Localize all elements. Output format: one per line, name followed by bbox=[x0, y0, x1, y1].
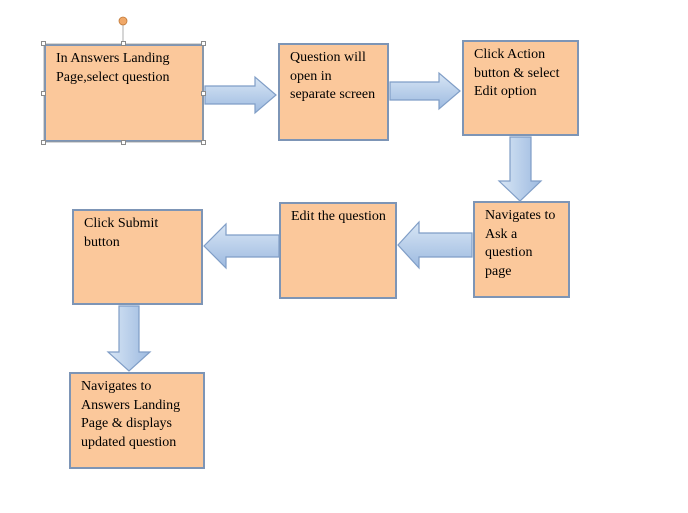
arrow-right bbox=[389, 71, 461, 111]
step-label: Click Action button & select Edit option bbox=[474, 47, 560, 99]
step-box-ask-question-page[interactable]: Navigates to Ask a question page bbox=[473, 201, 570, 298]
resize-handle-ne[interactable] bbox=[201, 41, 206, 46]
selection-outline bbox=[43, 43, 204, 143]
step-box-select-question[interactable]: In Answers Landing Page,select question bbox=[44, 44, 204, 142]
resize-handle-se[interactable] bbox=[201, 140, 206, 145]
arrow-down bbox=[106, 305, 152, 372]
step-box-edit-question[interactable]: Edit the question bbox=[279, 202, 397, 299]
resize-handle-sw[interactable] bbox=[41, 140, 46, 145]
step-label: Question will open in separate screen bbox=[290, 50, 376, 102]
step-label: Edit the question bbox=[291, 209, 386, 224]
step-label: Navigates to Ask a question page bbox=[485, 208, 556, 279]
arrow-left bbox=[397, 220, 473, 270]
step-label: Navigates to Answers Landing Page & disp… bbox=[81, 379, 181, 450]
resize-handle-e[interactable] bbox=[201, 91, 206, 96]
resize-handle-s[interactable] bbox=[121, 140, 126, 145]
step-label: Click Submit button bbox=[84, 216, 159, 250]
step-box-question-opens[interactable]: Question will open in separate screen bbox=[278, 43, 389, 141]
arrow-down bbox=[497, 136, 543, 202]
step-box-click-action[interactable]: Click Action button & select Edit option bbox=[462, 40, 579, 136]
resize-handle-w[interactable] bbox=[41, 91, 46, 96]
step-label: In Answers Landing Page,select question bbox=[56, 51, 170, 85]
resize-handle-nw[interactable] bbox=[41, 41, 46, 46]
step-box-updated-question[interactable]: Navigates to Answers Landing Page & disp… bbox=[69, 372, 205, 469]
arrow-left bbox=[203, 222, 280, 270]
resize-handle-n[interactable] bbox=[121, 41, 126, 46]
step-box-click-submit[interactable]: Click Submit button bbox=[72, 209, 203, 305]
rotation-handle[interactable] bbox=[118, 16, 128, 26]
arrow-right bbox=[204, 75, 277, 115]
